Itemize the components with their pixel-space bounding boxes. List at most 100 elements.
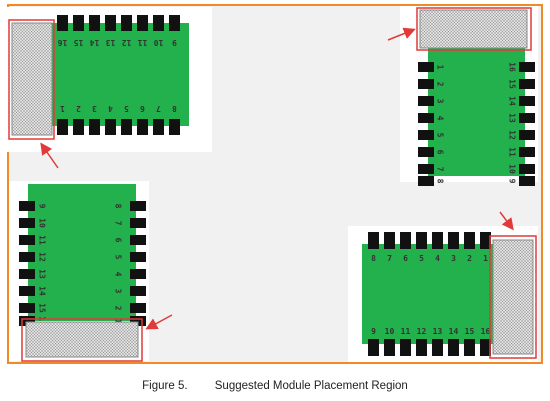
figure-title: Suggested Module Placement Region bbox=[214, 380, 408, 392]
pin-number: 11 bbox=[138, 38, 148, 47]
pin-number: 9 bbox=[38, 204, 47, 209]
pin-number: 12 bbox=[508, 130, 517, 140]
pin-number: 12 bbox=[122, 38, 132, 47]
pin-number: 8 bbox=[371, 254, 376, 263]
pin-number: 1 bbox=[114, 319, 123, 324]
pin-number: 13 bbox=[508, 113, 517, 123]
pin bbox=[400, 339, 411, 356]
pin bbox=[464, 232, 475, 249]
pin-number: 3 bbox=[451, 254, 456, 263]
pin-number: 6 bbox=[114, 238, 123, 243]
placement-highlight bbox=[21, 318, 143, 362]
placement-highlight bbox=[416, 7, 532, 51]
arrow-bottom-right bbox=[499, 211, 514, 231]
pin bbox=[130, 286, 146, 296]
pin bbox=[432, 232, 443, 249]
pin bbox=[105, 15, 116, 31]
pin-number: 5 bbox=[114, 255, 123, 260]
pin bbox=[480, 232, 491, 249]
pin bbox=[384, 339, 395, 356]
pin bbox=[418, 113, 434, 123]
pin bbox=[130, 252, 146, 262]
pin bbox=[448, 339, 459, 356]
pin-number: 13 bbox=[38, 269, 47, 279]
pin bbox=[519, 62, 535, 72]
pin-number: 16 bbox=[38, 316, 47, 326]
pin bbox=[418, 79, 434, 89]
figure-label: Figure 5. bbox=[142, 380, 188, 392]
antenna-area bbox=[25, 321, 139, 358]
pin bbox=[121, 15, 132, 31]
antenna-area bbox=[492, 239, 534, 355]
pin bbox=[169, 15, 180, 31]
module-body bbox=[52, 23, 189, 126]
pin-number: 3 bbox=[92, 104, 97, 113]
pin bbox=[130, 218, 146, 228]
pin-number: 5 bbox=[419, 254, 424, 263]
pin bbox=[519, 130, 535, 140]
module-body bbox=[362, 244, 493, 344]
pin bbox=[368, 339, 379, 356]
pin bbox=[130, 269, 146, 279]
pin bbox=[448, 232, 459, 249]
pin bbox=[19, 252, 35, 262]
pin bbox=[19, 303, 35, 313]
pin bbox=[19, 269, 35, 279]
pin bbox=[153, 15, 164, 31]
antenna-area bbox=[11, 22, 53, 136]
pin bbox=[418, 176, 434, 186]
pin bbox=[368, 232, 379, 249]
module-body bbox=[428, 48, 525, 176]
pin bbox=[57, 119, 68, 135]
pin-number: 6 bbox=[436, 150, 445, 155]
placement-highlight bbox=[8, 19, 55, 140]
pin bbox=[418, 147, 434, 157]
pin bbox=[73, 15, 84, 31]
pin-number: 1 bbox=[60, 104, 65, 113]
pin bbox=[19, 201, 35, 211]
pin-number: 6 bbox=[140, 104, 145, 113]
pin bbox=[519, 113, 535, 123]
pin bbox=[153, 119, 164, 135]
pin-number: 3 bbox=[114, 289, 123, 294]
arrow-top-left bbox=[40, 142, 59, 169]
pin-number: 9 bbox=[508, 179, 517, 184]
pin-number: 12 bbox=[417, 327, 427, 336]
pin bbox=[137, 15, 148, 31]
pin bbox=[418, 164, 434, 174]
pin bbox=[89, 119, 100, 135]
pin-number: 9 bbox=[172, 38, 177, 47]
pin bbox=[130, 235, 146, 245]
module-body bbox=[28, 184, 136, 321]
pin bbox=[73, 119, 84, 135]
pin-number: 14 bbox=[508, 96, 517, 106]
pin bbox=[130, 303, 146, 313]
pin bbox=[432, 339, 443, 356]
pin-number: 5 bbox=[124, 104, 129, 113]
pin-number: 4 bbox=[436, 116, 445, 121]
pin-number: 14 bbox=[90, 38, 100, 47]
pin bbox=[105, 119, 116, 135]
pin-number: 8 bbox=[114, 204, 123, 209]
pin bbox=[519, 96, 535, 106]
pin-number: 7 bbox=[156, 104, 161, 113]
figure-caption: Figure 5. Suggested Module Placement Reg… bbox=[0, 380, 550, 392]
pin bbox=[464, 339, 475, 356]
pin-number: 9 bbox=[371, 327, 376, 336]
pin bbox=[519, 147, 535, 157]
pin bbox=[519, 79, 535, 89]
pin-number: 4 bbox=[435, 254, 440, 263]
pin-number: 15 bbox=[74, 38, 84, 47]
pin-number: 5 bbox=[436, 133, 445, 138]
pin-number: 11 bbox=[508, 147, 517, 157]
pin-number: 15 bbox=[465, 327, 475, 336]
pin bbox=[130, 201, 146, 211]
pin bbox=[480, 339, 491, 356]
pin-number: 8 bbox=[436, 179, 445, 184]
pin-number: 4 bbox=[114, 272, 123, 277]
